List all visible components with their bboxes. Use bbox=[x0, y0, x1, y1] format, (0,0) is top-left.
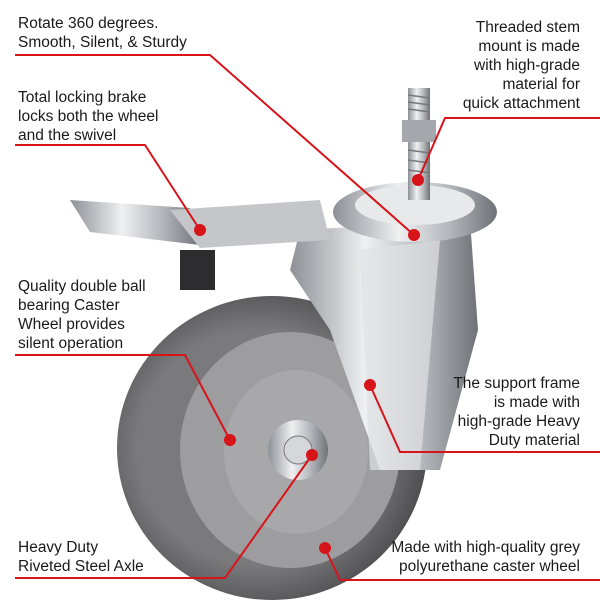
callout-text: The support frame bbox=[453, 375, 580, 392]
callout-axle: Heavy Duty Riveted Steel Axle bbox=[18, 538, 144, 576]
callout-line-wheel bbox=[324, 547, 600, 581]
callout-dot-frame bbox=[364, 379, 376, 391]
callout-bearing: Quality double ball bearing Caster Wheel… bbox=[18, 277, 146, 353]
callout-line-stem bbox=[417, 117, 600, 181]
callout-text: is made with bbox=[493, 394, 580, 411]
callout-text: Wheel provides bbox=[18, 316, 125, 333]
callout-text: Duty material bbox=[488, 432, 580, 449]
callout-line-frame bbox=[369, 384, 600, 453]
callout-text: with high-grade bbox=[474, 57, 580, 74]
callout-wheel: Made with high-quality grey polyurethane… bbox=[391, 538, 580, 576]
callout-stem: Threaded stem mount is made with high-gr… bbox=[463, 18, 580, 113]
callout-line-bearing bbox=[15, 354, 231, 441]
callout-text: Heavy Duty bbox=[18, 539, 99, 556]
callout-text: silent operation bbox=[18, 335, 124, 352]
callout-text: Rotate 360 degrees. bbox=[18, 15, 159, 32]
callout-text: Threaded stem bbox=[475, 19, 580, 36]
callout-brake: Total locking brake locks both the wheel… bbox=[18, 88, 158, 145]
brake-pedal bbox=[70, 200, 200, 245]
callout-text: Made with high-quality grey bbox=[391, 539, 580, 556]
callout-text: polyurethane caster wheel bbox=[399, 558, 580, 575]
callout-text: Quality double ball bbox=[18, 278, 146, 295]
callout-line-axle bbox=[15, 454, 313, 579]
callout-text: high-grade Heavy bbox=[457, 413, 580, 430]
callout-dot-stem bbox=[412, 174, 424, 186]
callout-text: quick attachment bbox=[462, 95, 580, 112]
callout-dot-brake bbox=[194, 224, 206, 236]
callout-text: Smooth, Silent, & Sturdy bbox=[18, 34, 187, 51]
callout-text: bearing Caster bbox=[18, 297, 120, 314]
callout-dot-rotate bbox=[408, 229, 420, 241]
callout-text: material for bbox=[502, 76, 580, 93]
callout-text: mount is made bbox=[478, 38, 580, 55]
callout-dot-wheel bbox=[319, 542, 331, 554]
callout-line-rotate bbox=[15, 54, 415, 236]
callout-text: Riveted Steel Axle bbox=[18, 558, 144, 575]
callout-text: locks both the wheel bbox=[18, 108, 159, 125]
callout-text: Total locking brake bbox=[18, 89, 147, 106]
callout-rotate: Rotate 360 degrees. Smooth, Silent, & St… bbox=[18, 14, 187, 52]
callout-line-brake bbox=[15, 144, 201, 231]
callout-dot-axle bbox=[306, 449, 318, 461]
callout-text: and the swivel bbox=[18, 127, 117, 144]
callout-frame: The support frame is made with high-grad… bbox=[453, 374, 580, 450]
callout-dot-bearing bbox=[224, 434, 236, 446]
